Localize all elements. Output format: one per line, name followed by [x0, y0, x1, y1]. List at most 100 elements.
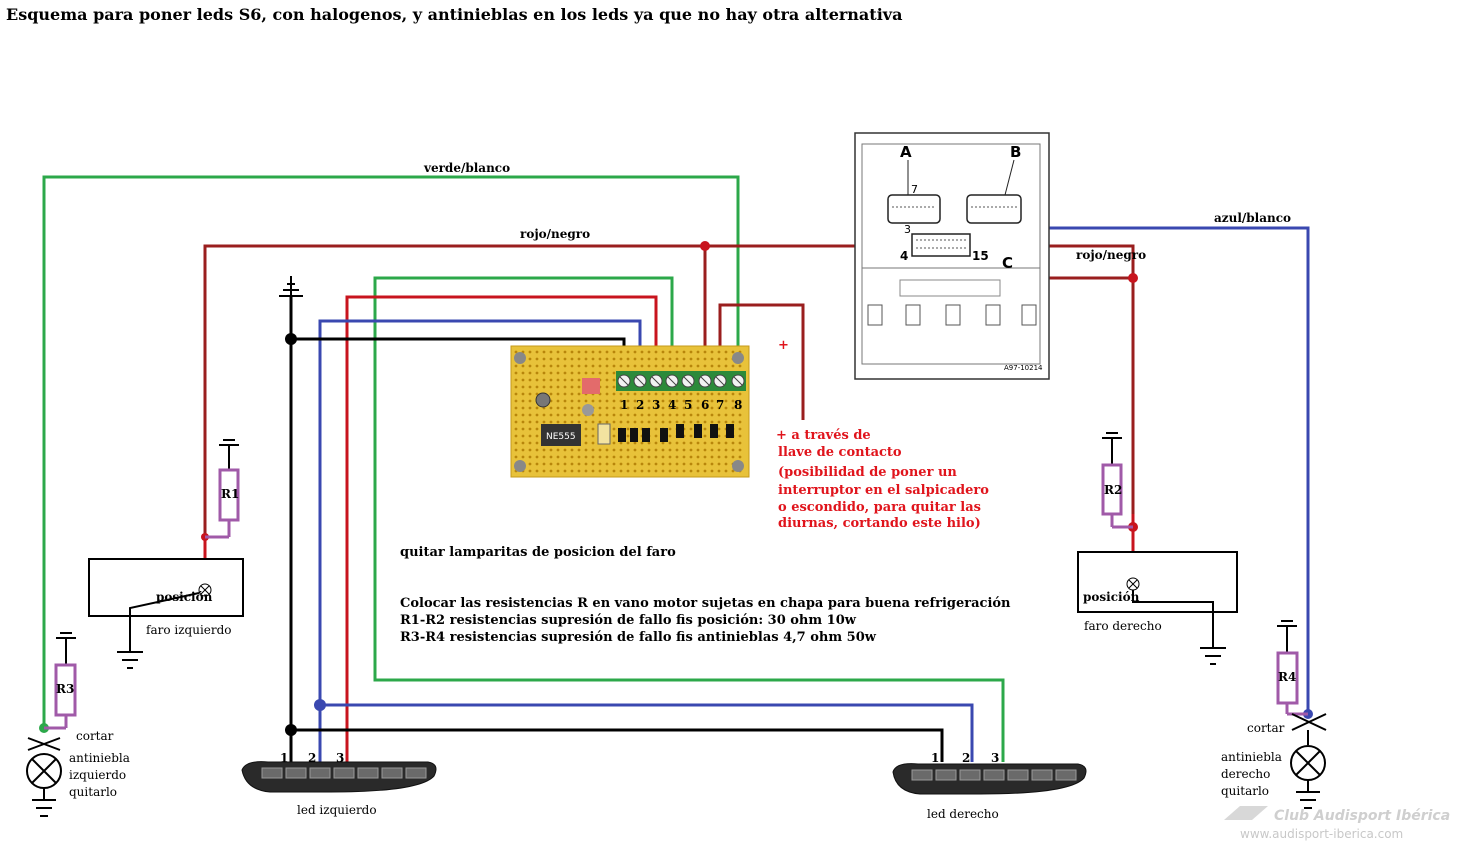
board-hole [542, 378, 546, 382]
board-hole [647, 413, 651, 417]
chip-ne555 [541, 424, 581, 446]
board-mount-hole [514, 460, 526, 472]
board-hole [612, 441, 616, 445]
board-hole [528, 385, 532, 389]
watermark-brand: Club Audisport Ibérica [1274, 808, 1450, 824]
board-hole [640, 392, 644, 396]
board-hole [577, 448, 581, 452]
board-hole [521, 427, 525, 431]
board-hole [724, 462, 728, 466]
board-hole [598, 448, 602, 452]
board-hole [528, 427, 532, 431]
watermark: Club Audisport Ibérica www.audisport-ibe… [1224, 806, 1450, 841]
board-hole [738, 448, 742, 452]
terminal-screws [617, 374, 745, 388]
terminal-number: 4 [668, 398, 676, 412]
board-hole [619, 364, 623, 368]
board-hole [605, 357, 609, 361]
board-hole [633, 441, 637, 445]
board-hole [514, 420, 518, 424]
led-left-label: led izquierdo [297, 803, 377, 817]
board-hole [591, 420, 595, 424]
board-hole [626, 392, 630, 396]
board-hole [605, 364, 609, 368]
board-hole [647, 420, 651, 424]
terminal-slot [635, 376, 645, 386]
board-hole [570, 392, 574, 396]
diode [597, 423, 611, 445]
led-cell [405, 767, 427, 779]
board-hole [710, 406, 714, 410]
left-position-label: posición [156, 590, 213, 604]
board-hole [626, 469, 630, 473]
board-hole [633, 392, 637, 396]
board-hole [703, 392, 707, 396]
board-hole [612, 385, 616, 389]
board-hole [731, 364, 735, 368]
board-hole [661, 455, 665, 459]
board-hole [633, 364, 637, 368]
board-hole [521, 385, 525, 389]
board-hole [682, 441, 686, 445]
board-hole [514, 448, 518, 452]
board-hole [535, 371, 539, 375]
board-hole [556, 413, 560, 417]
board-hole [633, 469, 637, 473]
board-hole [633, 357, 637, 361]
board-hole [528, 406, 532, 410]
led-cell [285, 767, 307, 779]
board-hole [591, 399, 595, 403]
board-hole [640, 441, 644, 445]
board-hole [731, 469, 735, 473]
board-hole [605, 469, 609, 473]
board-hole [696, 413, 700, 417]
junction-ground-top [285, 333, 297, 345]
board-hole [521, 371, 525, 375]
r4-label: R4 [1278, 670, 1296, 684]
board-hole [612, 392, 616, 396]
board-hole [521, 392, 525, 396]
resistor-r3: R3 [44, 632, 77, 730]
board-hole [584, 448, 588, 452]
board-hole [612, 455, 616, 459]
resistor-row [618, 424, 734, 442]
audisport-logo-icon [1224, 806, 1268, 820]
board-hole [682, 357, 686, 361]
board-hole [689, 469, 693, 473]
board-hole [717, 357, 721, 361]
board-hole [731, 420, 735, 424]
board-hole [556, 378, 560, 382]
board-hole [703, 455, 707, 459]
board-hole [717, 399, 721, 403]
ignition-note-line: diurnas, cortando este hilo) [778, 516, 981, 531]
board-hole [619, 448, 623, 452]
board-hole [528, 434, 532, 438]
board-hole [626, 350, 630, 354]
connector-b-body [966, 194, 1022, 224]
led-right: 1 2 3 led derecho [892, 751, 1087, 821]
board-hole [640, 413, 644, 417]
board-hole [570, 448, 574, 452]
label-azul-blanco: azul/blanco [1214, 211, 1291, 225]
board-hole [598, 462, 602, 466]
wire-ground-led-right [291, 728, 944, 762]
board-hole [668, 462, 672, 466]
board-hole [535, 385, 539, 389]
board-hole [598, 357, 602, 361]
board-hole [724, 441, 728, 445]
led-left: 1 2 3 led izquierdo [241, 751, 437, 817]
board-hole [619, 392, 623, 396]
board-hole [577, 364, 581, 368]
board-hole [612, 469, 616, 473]
board-hole [731, 392, 735, 396]
board-hole [570, 455, 574, 459]
wire-red-black-left [203, 244, 1135, 560]
board-hole [717, 462, 721, 466]
board-hole [570, 399, 574, 403]
board-hole [591, 455, 595, 459]
board-hole [724, 455, 728, 459]
board-hole [542, 371, 546, 375]
board-hole [675, 441, 679, 445]
board-hole [689, 350, 693, 354]
